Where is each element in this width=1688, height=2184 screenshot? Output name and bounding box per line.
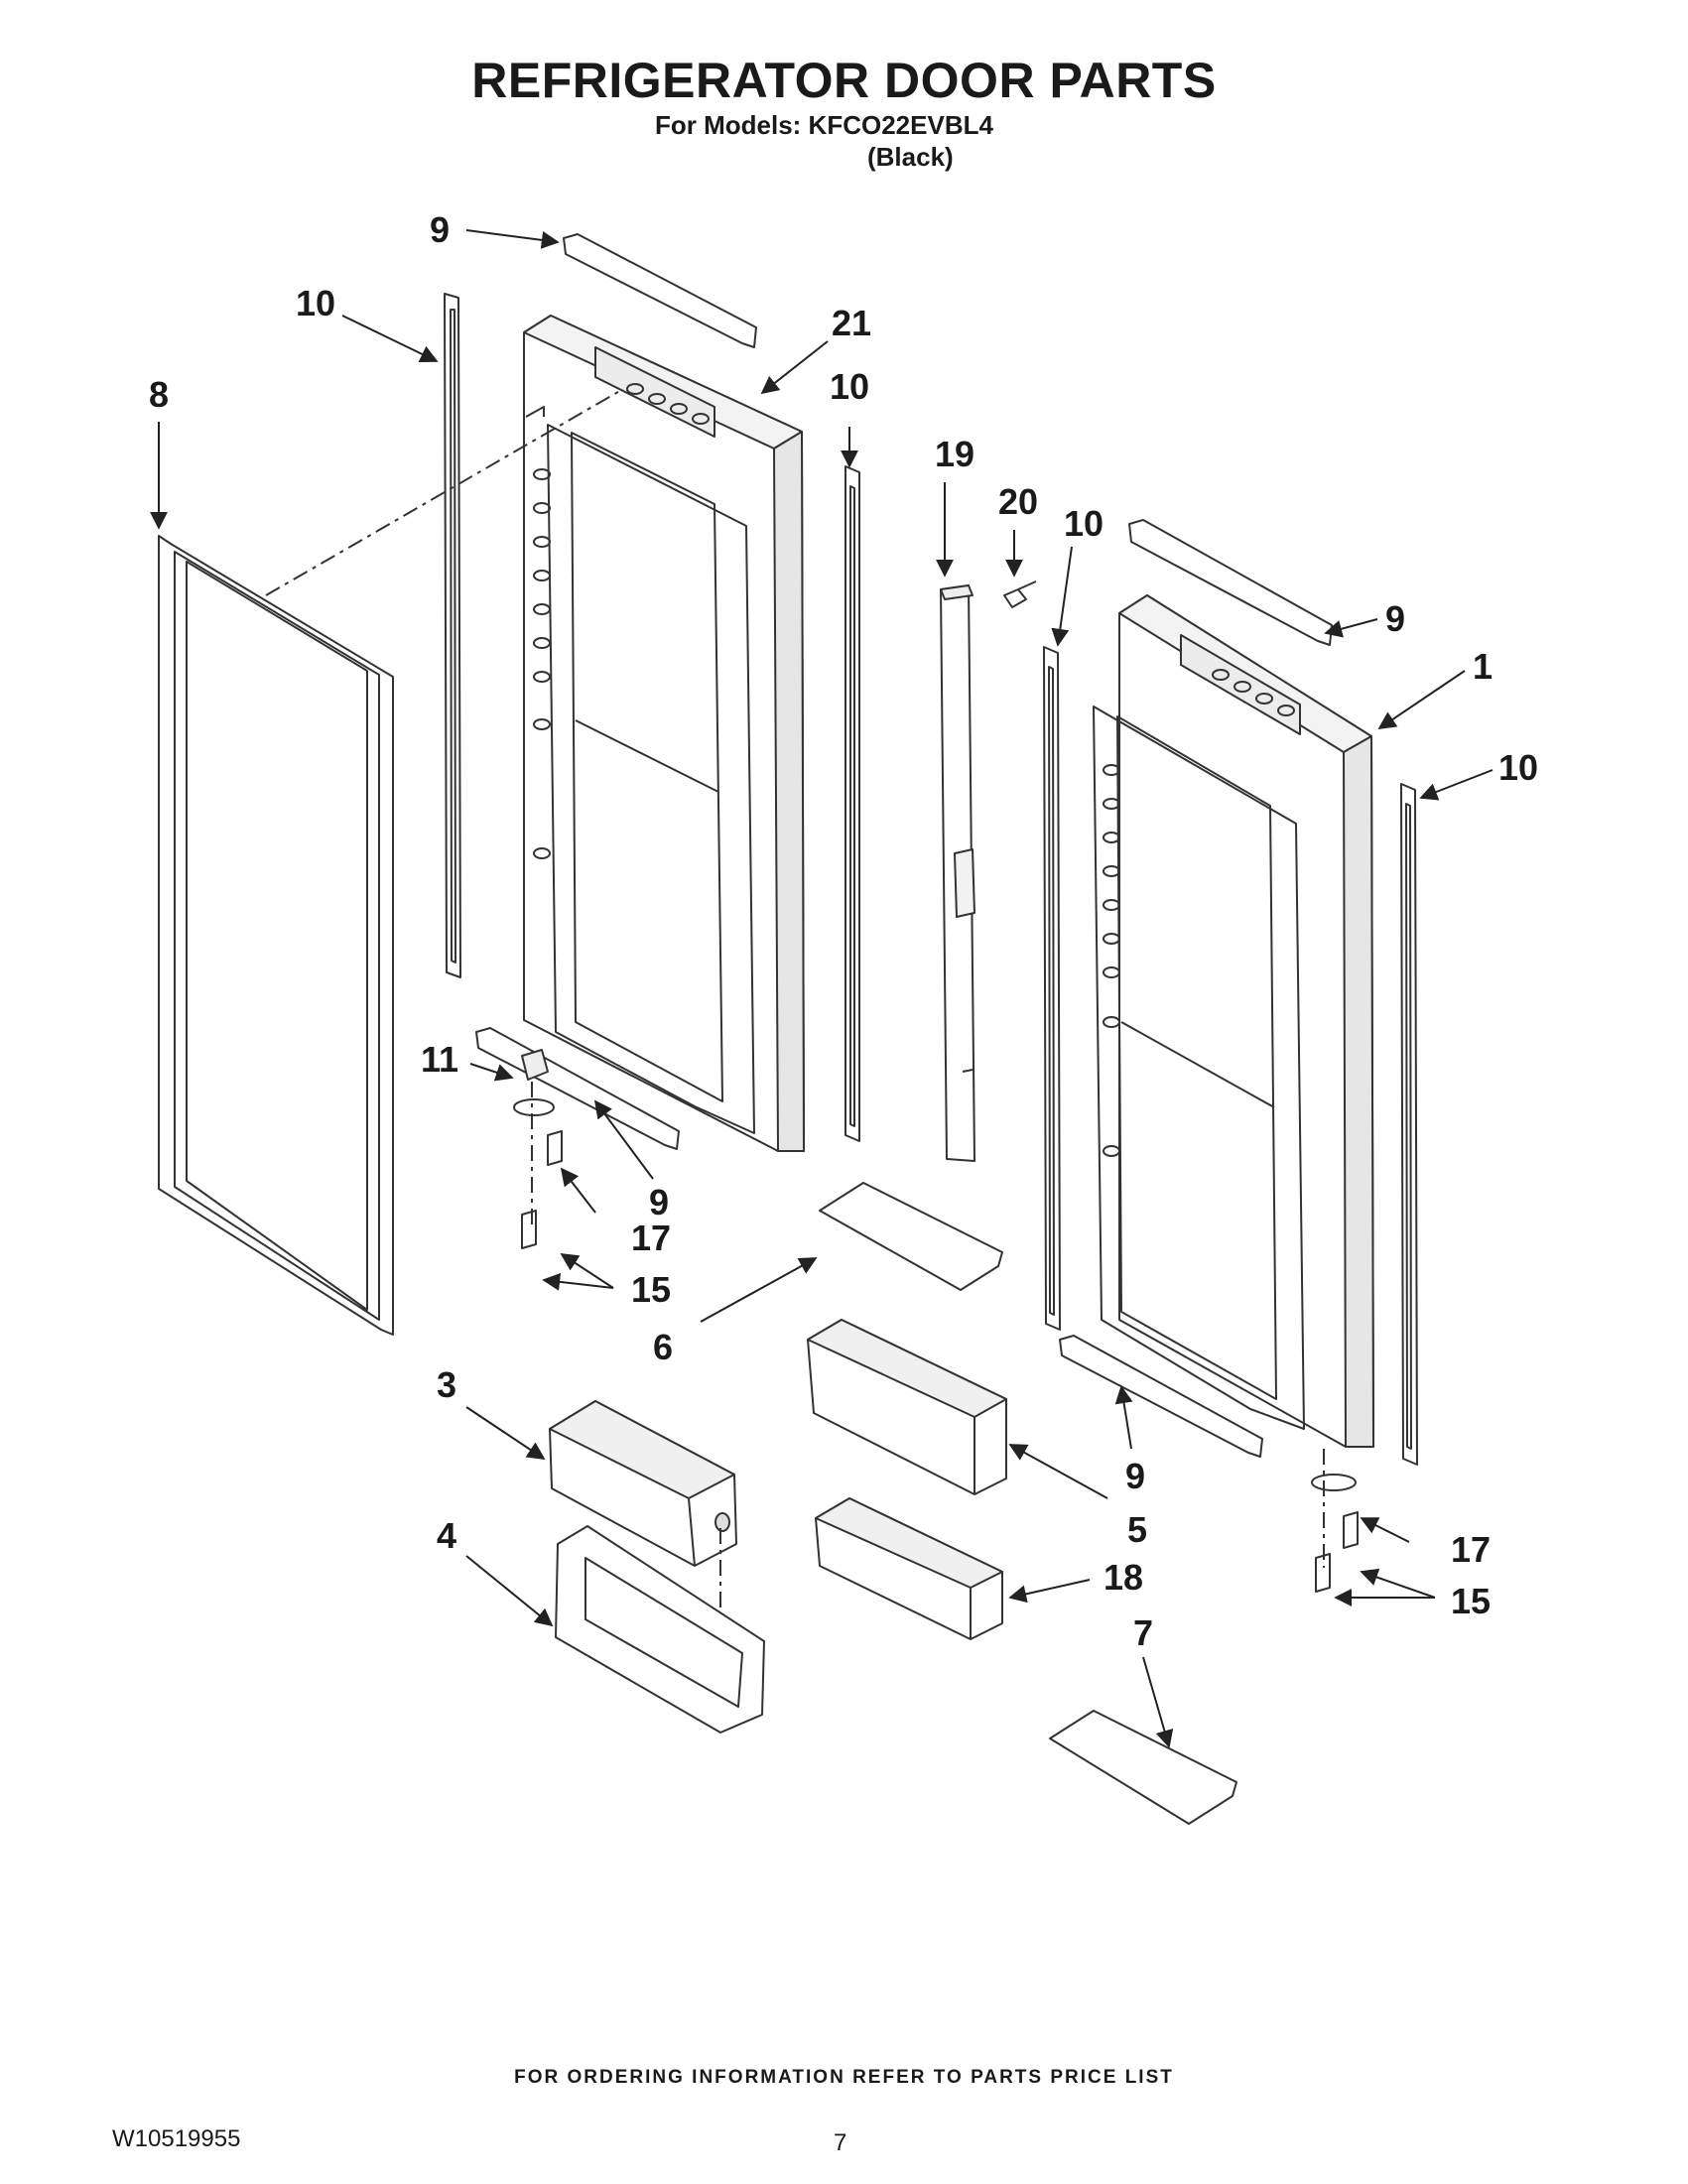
callout-7: 7 — [1133, 1612, 1153, 1653]
callout-11: 11 — [421, 1039, 458, 1080]
assembly-lines — [265, 388, 1325, 1607]
bottom-shelf-part — [1049, 1710, 1237, 1825]
right-door-liner-part — [1093, 594, 1374, 1448]
callout-19: 19 — [935, 434, 974, 474]
callout-10: 10 — [1064, 503, 1104, 544]
right-bottom-trim-part — [1059, 1335, 1263, 1458]
right-inner-trim-part — [1043, 646, 1061, 1331]
callout-17: 17 — [631, 1218, 671, 1258]
callout-4: 4 — [437, 1515, 456, 1556]
model-info: For Models: KFCO22EVBL4 (Black) — [655, 109, 993, 173]
door-bin-part — [807, 1319, 1007, 1495]
page-title: REFRIGERATOR DOOR PARTS — [471, 53, 1217, 108]
callout-labels: 9 10 21 8 10 19 20 10 9 1 10 11 9 17 15 … — [149, 209, 1538, 1653]
small-shelf-part — [819, 1182, 1003, 1291]
callout-1: 1 — [1473, 646, 1493, 687]
callout-9: 9 — [1385, 598, 1405, 639]
left-door-liner-part — [523, 315, 805, 1152]
callout-20: 20 — [998, 481, 1038, 522]
left-hinge-hardware — [513, 1049, 563, 1249]
callout-21: 21 — [832, 303, 871, 343]
callout-8: 8 — [149, 374, 169, 415]
callout-6: 6 — [653, 1327, 673, 1367]
dispenser-tray-part — [555, 1525, 765, 1734]
left-outer-trim-part — [444, 293, 461, 978]
callout-9: 9 — [430, 209, 450, 250]
right-door-dimples — [1103, 669, 1295, 1157]
document-number: W10519955 — [112, 2125, 241, 2152]
page-number: 7 — [834, 2129, 847, 2156]
callout-15: 15 — [1451, 1581, 1491, 1621]
right-outer-trim-part — [1400, 783, 1418, 1466]
callout-5: 5 — [1127, 1509, 1147, 1550]
callout-9: 9 — [1125, 1456, 1145, 1496]
callout-10: 10 — [1498, 747, 1538, 788]
callout-3: 3 — [437, 1364, 456, 1405]
left-top-trim-part — [563, 233, 757, 348]
callout-15: 15 — [631, 1269, 671, 1310]
left-inner-trim-part — [844, 465, 860, 1142]
color-variant: (Black) — [867, 142, 954, 172]
callout-17: 17 — [1451, 1529, 1491, 1570]
callout-18: 18 — [1104, 1557, 1143, 1598]
dispenser-cover-part — [549, 1400, 737, 1567]
ordering-note: FOR ORDERING INFORMATION REFER TO PARTS … — [514, 2067, 1174, 2088]
leader-lines — [150, 229, 1493, 1748]
center-mullion-part — [940, 584, 975, 1162]
callout-9: 9 — [649, 1182, 669, 1222]
door-gasket-part — [158, 535, 394, 1336]
callout-10: 10 — [830, 366, 869, 407]
left-door-dimples — [533, 383, 710, 859]
small-door-bin-part — [815, 1497, 1003, 1640]
right-top-trim-part — [1128, 519, 1333, 646]
mullion-screw-part — [1003, 580, 1037, 608]
callout-10: 10 — [296, 283, 335, 323]
model-line: For Models: KFCO22EVBL4 — [655, 110, 993, 140]
right-hinge-hardware — [1311, 1474, 1359, 1593]
